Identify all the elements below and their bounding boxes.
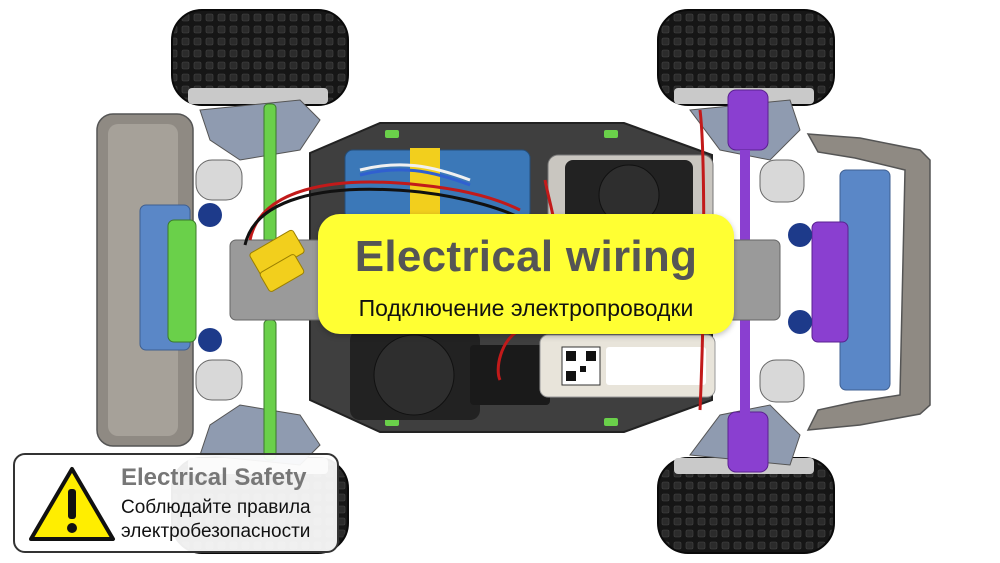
title-heading: Electrical wiring bbox=[354, 232, 698, 281]
safety-title: Electrical Safety bbox=[121, 464, 307, 491]
wheel-rear-left bbox=[171, 9, 349, 106]
front-suspension bbox=[689, 89, 849, 473]
title-card: Electrical wiring Подключение электропро… bbox=[318, 214, 734, 334]
warning-icon bbox=[29, 467, 115, 541]
safety-text-line-1: Соблюдайте правила bbox=[121, 497, 311, 518]
rear-suspension bbox=[167, 99, 321, 466]
safety-notice-card: Electrical Safety Соблюдайте правила эле… bbox=[13, 453, 339, 553]
receiver-module bbox=[539, 334, 716, 398]
title-subheading: Подключение электропроводки bbox=[358, 295, 694, 321]
xt60-connector bbox=[249, 229, 305, 292]
front-bumper bbox=[806, 133, 931, 431]
motor-fan bbox=[350, 330, 550, 420]
safety-text-line-2: электробезопасности bbox=[121, 521, 311, 542]
